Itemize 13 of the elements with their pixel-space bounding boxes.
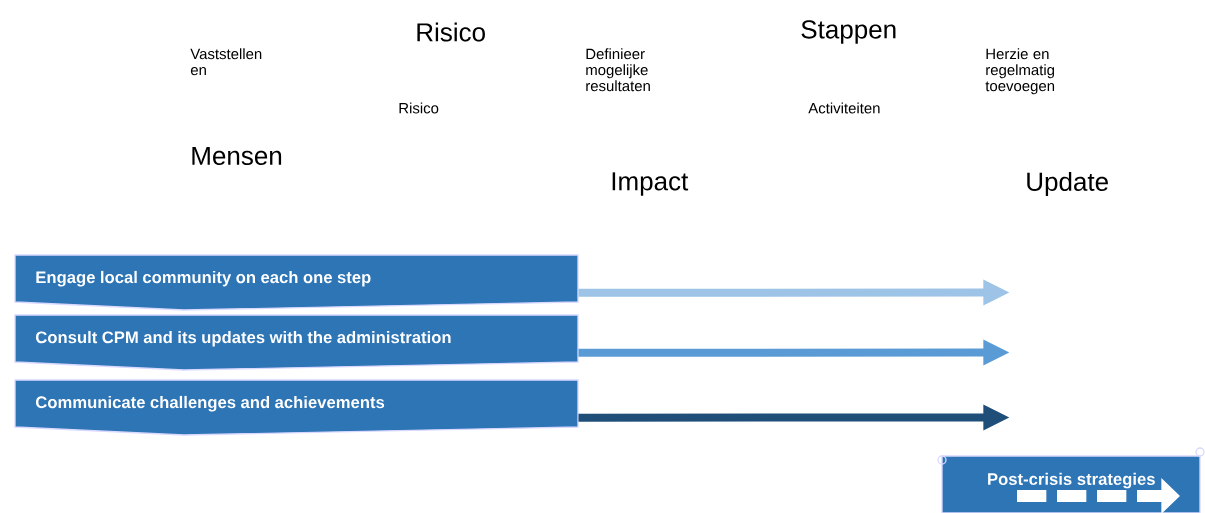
chevron-box: Communicate challenges and achievements [14, 379, 579, 436]
caption-text: Activiteiten [808, 102, 880, 114]
heading-text: Update [1027, 171, 1108, 197]
chevron-box: Consult CPM and its updates with the administration [14, 314, 579, 371]
heading-text: Risico [417, 22, 485, 42]
chevron-box: Engage local community on each one step [14, 254, 579, 311]
caption-text: Risico [399, 102, 439, 114]
heading-text: Impact [612, 172, 689, 196]
heading-text: Mensen [192, 146, 282, 166]
caption-text: Vaststellen en [190, 48, 262, 76]
caption-text: Herzie en regelmatig toevoegen [985, 48, 1055, 95]
heading-text: Stappen [801, 20, 896, 44]
caption-text: Definieer mogelijke resultaten [586, 48, 650, 92]
